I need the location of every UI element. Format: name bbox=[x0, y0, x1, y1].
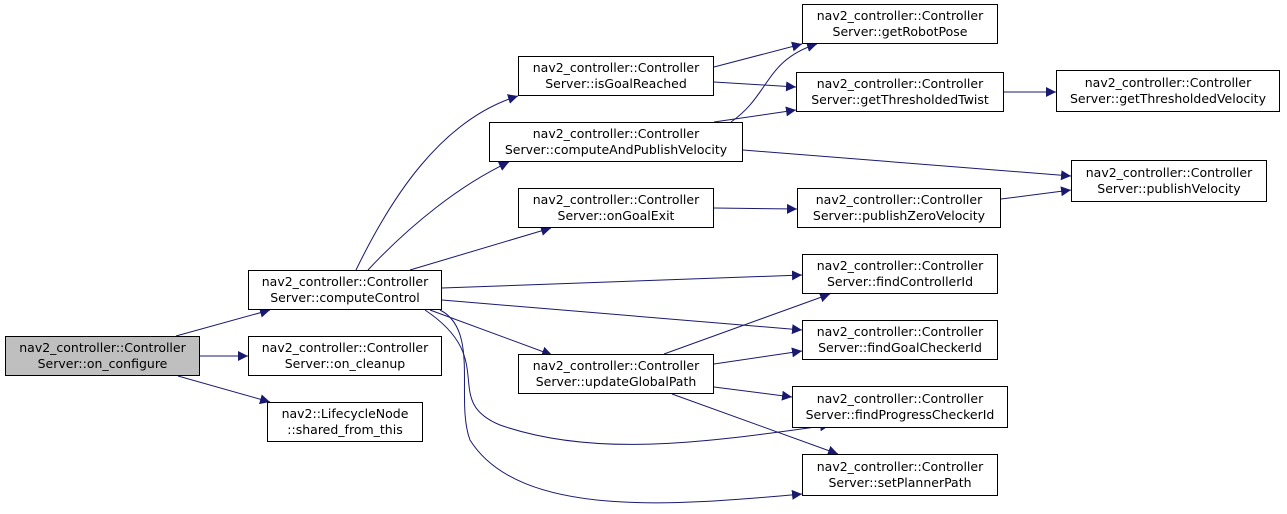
node-label-line: nav2_controller::Controller bbox=[816, 391, 984, 406]
node-label-line: Server::computeControl bbox=[270, 290, 420, 305]
node-label-line: nav2::LifecycleNode bbox=[281, 406, 409, 421]
node-label-line: Server::updateGlobalPath bbox=[535, 374, 697, 389]
node-label-line: nav2_controller::Controller bbox=[19, 340, 186, 355]
edge-isGoalReached-to-getRobotPose bbox=[713, 41, 803, 68]
node-label-line: nav2_controller::Controller bbox=[816, 459, 984, 474]
edge-on_configure-to-shared_from_this bbox=[177, 375, 271, 405]
edge-layer bbox=[175, 41, 1072, 504]
node-label-line: Server::setPlannerPath bbox=[828, 475, 972, 490]
edge-computeControl-to-findControllerId bbox=[441, 270, 803, 289]
edge-computeAndPublishVelocity-to-getRobotPose bbox=[730, 42, 818, 123]
node-label-line: nav2_controller::Controller bbox=[532, 358, 700, 373]
edge-computeControl-to-updateGlobalPath bbox=[429, 309, 553, 357]
edge-updateGlobalPath-to-findGoalCheckerId bbox=[713, 347, 803, 365]
edge-computeControl-to-setPlannerPath bbox=[439, 309, 803, 504]
node-label-line: Server::computeAndPublishVelocity bbox=[504, 142, 728, 157]
node-label-line: Server::getThresholdedVelocity bbox=[1070, 91, 1266, 106]
node-label-line: nav2_controller::Controller bbox=[532, 60, 700, 75]
node-shared_from_this[interactable]: nav2::LifecycleNode::shared_from_this bbox=[267, 402, 423, 442]
edge-updateGlobalPath-to-findControllerId bbox=[663, 292, 831, 355]
edge-onGoalExit-to-publishZeroVelocity bbox=[713, 203, 798, 214]
node-label-line: Server::on_configure bbox=[37, 356, 168, 371]
node-label-line: Server::onGoalExit bbox=[557, 208, 675, 223]
node-label-line: nav2_controller::Controller bbox=[532, 192, 700, 207]
node-label-line: nav2_controller::Controller bbox=[816, 324, 984, 339]
node-label-line: Server::publishZeroVelocity bbox=[812, 208, 986, 223]
node-label-line: nav2_controller::Controller bbox=[1084, 75, 1252, 90]
edge-updateGlobalPath-to-setPlannerPath bbox=[671, 393, 839, 456]
node-label-line: Server::isGoalReached bbox=[545, 76, 687, 91]
node-label-line: Server::on_cleanup bbox=[284, 356, 406, 371]
edge-computeControl-to-findProgressCheckerId bbox=[424, 309, 831, 445]
node-label-line: nav2_controller::Controller bbox=[816, 8, 984, 23]
node-label-line: Server::findProgressCheckerId bbox=[805, 407, 995, 422]
node-label-line: Server::getThresholdedTwist bbox=[811, 92, 989, 107]
node-label-line: nav2_controller::Controller bbox=[261, 340, 429, 355]
node-label-line: Server::findControllerId bbox=[826, 274, 974, 289]
edge-on_configure-to-computeControl bbox=[175, 307, 271, 337]
node-label-line: nav2_controller::Controller bbox=[816, 76, 984, 91]
node-label-line: nav2_controller::Controller bbox=[532, 126, 700, 141]
edge-computeControl-to-isGoalReached bbox=[355, 94, 519, 271]
edge-computeAndPublishVelocity-to-getThresholdedTwist bbox=[713, 106, 797, 123]
edge-computeControl-to-computeAndPublishVelocity bbox=[367, 161, 510, 271]
edge-isGoalReached-to-getThresholdedTwist bbox=[713, 81, 797, 92]
edge-computeControl-to-onGoalExit bbox=[409, 226, 552, 271]
edge-computeAndPublishVelocity-to-publishVelocity bbox=[742, 149, 1072, 181]
node-label-line: nav2_controller::Controller bbox=[815, 192, 983, 207]
edge-updateGlobalPath-to-findProgressCheckerId bbox=[713, 386, 793, 401]
node-label-line: nav2_controller::Controller bbox=[261, 274, 429, 289]
node-label-line: nav2_controller::Controller bbox=[816, 258, 984, 273]
node-label-line: Server::findGoalCheckerId bbox=[818, 340, 982, 355]
node-label-line: Server::getRobotPose bbox=[832, 24, 968, 39]
edge-publishZeroVelocity-to-publishVelocity bbox=[1000, 186, 1072, 200]
node-label-line: nav2_controller::Controller bbox=[1085, 165, 1253, 180]
edge-computeControl-to-findGoalCheckerId bbox=[441, 299, 803, 335]
node-label-line: Server::publishVelocity bbox=[1097, 181, 1241, 196]
node-label-line: ::shared_from_this bbox=[287, 422, 403, 437]
